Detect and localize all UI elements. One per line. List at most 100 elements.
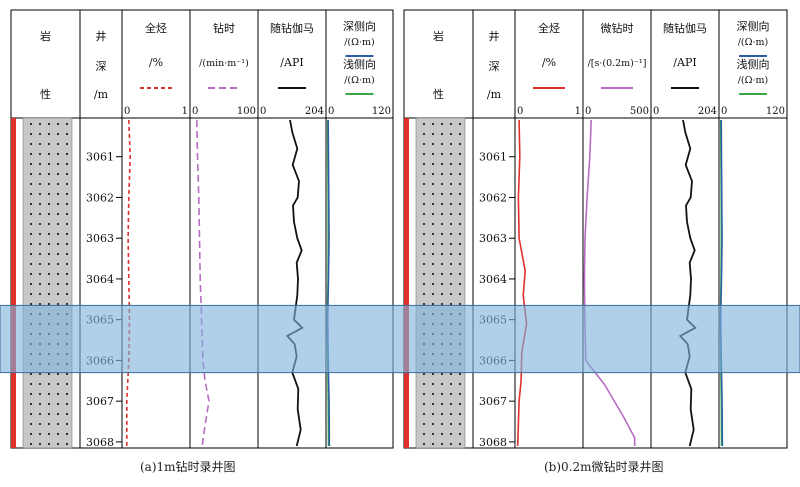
lith-dot	[56, 182, 60, 186]
lith-dot	[56, 212, 60, 216]
scale-curve1-max: 1	[575, 106, 581, 117]
lith-dot	[422, 412, 426, 416]
header-shallow-res: 浅侧向	[343, 57, 376, 71]
lith-dot	[458, 212, 462, 216]
lith-dot	[29, 192, 33, 196]
lith-dot	[56, 372, 60, 376]
lith-dot	[440, 262, 444, 266]
header-depth-2: 深	[96, 60, 107, 73]
lith-dot	[422, 232, 426, 236]
scale-curve2-min: 0	[585, 106, 591, 117]
lith-dot	[431, 242, 435, 246]
lith-dot	[56, 432, 60, 436]
lith-dot	[440, 122, 444, 126]
depth-label: 3067	[479, 395, 507, 408]
lith-dot	[449, 252, 453, 256]
lith-dot	[422, 442, 426, 446]
scale-res-max: 120	[766, 106, 785, 117]
lith-dot	[47, 402, 51, 406]
header-lith-1: 岩	[433, 29, 444, 43]
lith-dot	[38, 192, 42, 196]
lith-dot	[431, 272, 435, 276]
lith-dot	[422, 292, 426, 296]
lith-dot	[422, 142, 426, 146]
lith-dot	[431, 132, 435, 136]
lith-dot	[458, 302, 462, 306]
lith-dot	[431, 412, 435, 416]
lith-dot	[449, 142, 453, 146]
lith-dot	[458, 442, 462, 446]
lith-dot	[38, 372, 42, 376]
lith-dot	[431, 192, 435, 196]
lith-dot	[29, 402, 33, 406]
lith-dot	[47, 422, 51, 426]
lith-dot	[431, 292, 435, 296]
lith-dot	[56, 262, 60, 266]
depth-label: 3068	[86, 436, 114, 449]
lith-dot	[29, 172, 33, 176]
lith-dot	[422, 132, 426, 136]
lith-dot	[440, 392, 444, 396]
lith-dot	[458, 132, 462, 136]
lith-dot	[29, 252, 33, 256]
lith-dot	[65, 272, 69, 276]
lith-dot	[56, 132, 60, 136]
header-shallow-res: 浅侧向	[737, 57, 770, 71]
lith-dot	[440, 232, 444, 236]
lith-dot	[65, 302, 69, 306]
lith-dot	[47, 202, 51, 206]
lith-dot	[29, 122, 33, 126]
lith-dot	[431, 372, 435, 376]
lith-dot	[38, 162, 42, 166]
lith-dot	[56, 402, 60, 406]
lith-dot	[38, 402, 42, 406]
lith-dot	[440, 402, 444, 406]
lith-dot	[431, 232, 435, 236]
lith-dot	[65, 192, 69, 196]
depth-label: 3067	[86, 395, 114, 408]
header-curve2-name: 钻时	[213, 21, 235, 35]
lith-dot	[29, 132, 33, 136]
lith-dot	[440, 192, 444, 196]
lith-dot	[431, 202, 435, 206]
curve-gamma	[285, 119, 304, 447]
depth-label: 3061	[86, 151, 114, 164]
lith-dot	[65, 392, 69, 396]
lith-dot	[47, 282, 51, 286]
lith-dot	[29, 432, 33, 436]
lith-dot	[56, 422, 60, 426]
scale-curve3-max: 204	[305, 106, 324, 117]
lith-dot	[431, 182, 435, 186]
header-curve1-name: 全烃	[538, 21, 560, 35]
lith-dot	[56, 392, 60, 396]
lith-dot	[29, 292, 33, 296]
header-lith-1: 岩	[40, 29, 51, 43]
lith-dot	[29, 412, 33, 416]
lith-dot	[422, 172, 426, 176]
lith-dot	[422, 252, 426, 256]
lith-dot	[431, 302, 435, 306]
lith-dot	[65, 122, 69, 126]
header-depth-unit: /m	[94, 88, 109, 101]
scale-res-min: 0	[328, 106, 334, 117]
lith-dot	[449, 262, 453, 266]
lith-dot	[47, 382, 51, 386]
lith-red-strip	[404, 118, 409, 448]
lith-dot	[431, 282, 435, 286]
lith-dot	[56, 202, 60, 206]
lith-dot	[38, 152, 42, 156]
lith-dot	[449, 302, 453, 306]
lith-dot	[47, 292, 51, 296]
lith-dot	[431, 142, 435, 146]
curve-total-hydrocarbon	[516, 119, 528, 447]
lith-dot	[440, 422, 444, 426]
lith-dot	[431, 392, 435, 396]
lith-dot	[422, 212, 426, 216]
scale-curve3-min: 0	[260, 106, 266, 117]
lith-dot	[440, 182, 444, 186]
lith-dot	[56, 412, 60, 416]
lith-dot	[65, 232, 69, 236]
lith-dot	[458, 162, 462, 166]
curve-rop	[196, 119, 210, 447]
lith-dot	[422, 162, 426, 166]
